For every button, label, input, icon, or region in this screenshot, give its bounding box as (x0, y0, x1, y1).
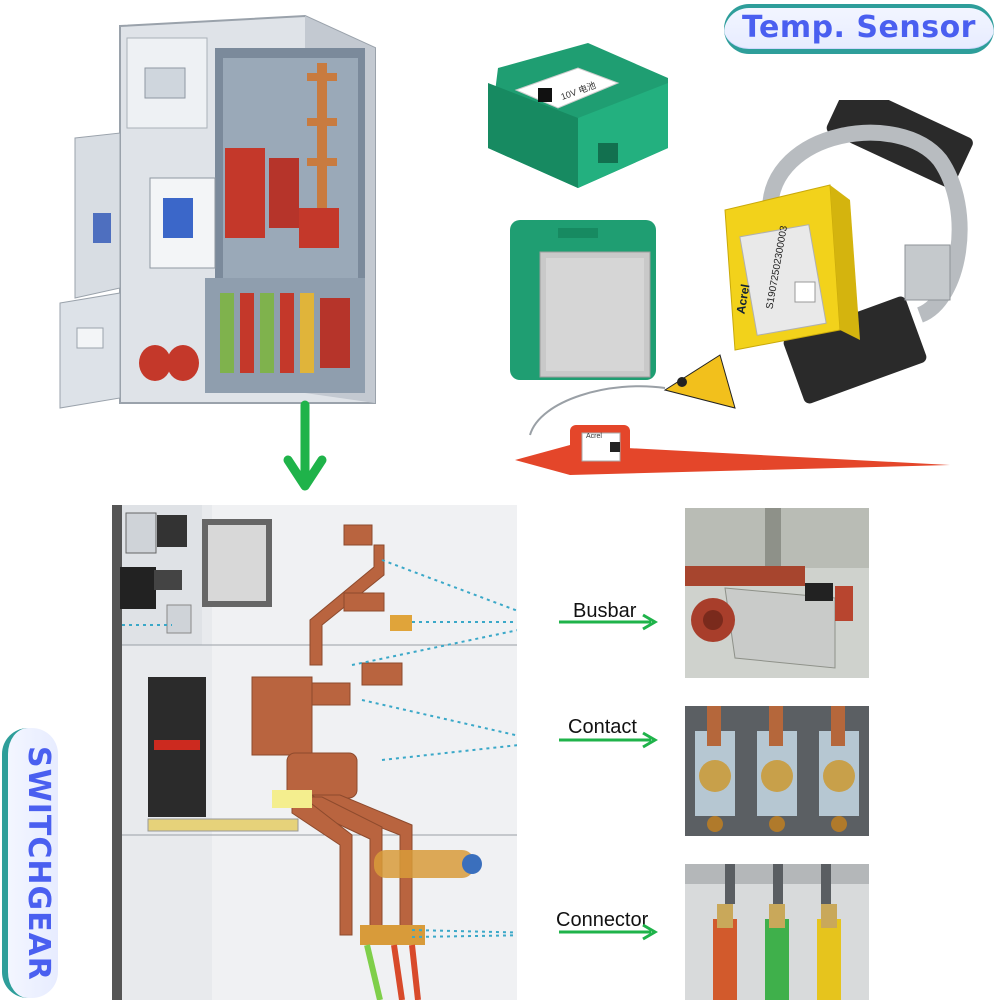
contact-label: Contact (568, 716, 637, 738)
red-strap-sensor (515, 354, 950, 475)
connector-photo (685, 864, 869, 1000)
contact-arrow-icon (559, 731, 658, 749)
yellow-clamp-sensor (724, 100, 973, 404)
connector-label: Connector (556, 909, 649, 931)
title-badge: Temp. Sensor (724, 4, 994, 54)
switchgear-cutaway-diagram (112, 505, 517, 1000)
green-box-sensor-top (488, 43, 668, 188)
contact-photo (685, 706, 869, 836)
busbar-photo (685, 508, 869, 678)
side-label: SWITCHGEAR (21, 745, 56, 981)
down-arrow-icon (283, 400, 327, 491)
green-box-sensor-front (510, 220, 656, 380)
connector-arrow-icon (559, 923, 658, 941)
switchgear-cabinet-illustration (59, 14, 376, 409)
busbar-label: Busbar (573, 600, 637, 622)
busbar-arrow-icon (559, 613, 658, 631)
strap-tag-text: Acrel (586, 433, 602, 440)
side-label-tab: SWITCHGEAR (2, 728, 58, 998)
page-title: Temp. Sensor (742, 10, 976, 45)
